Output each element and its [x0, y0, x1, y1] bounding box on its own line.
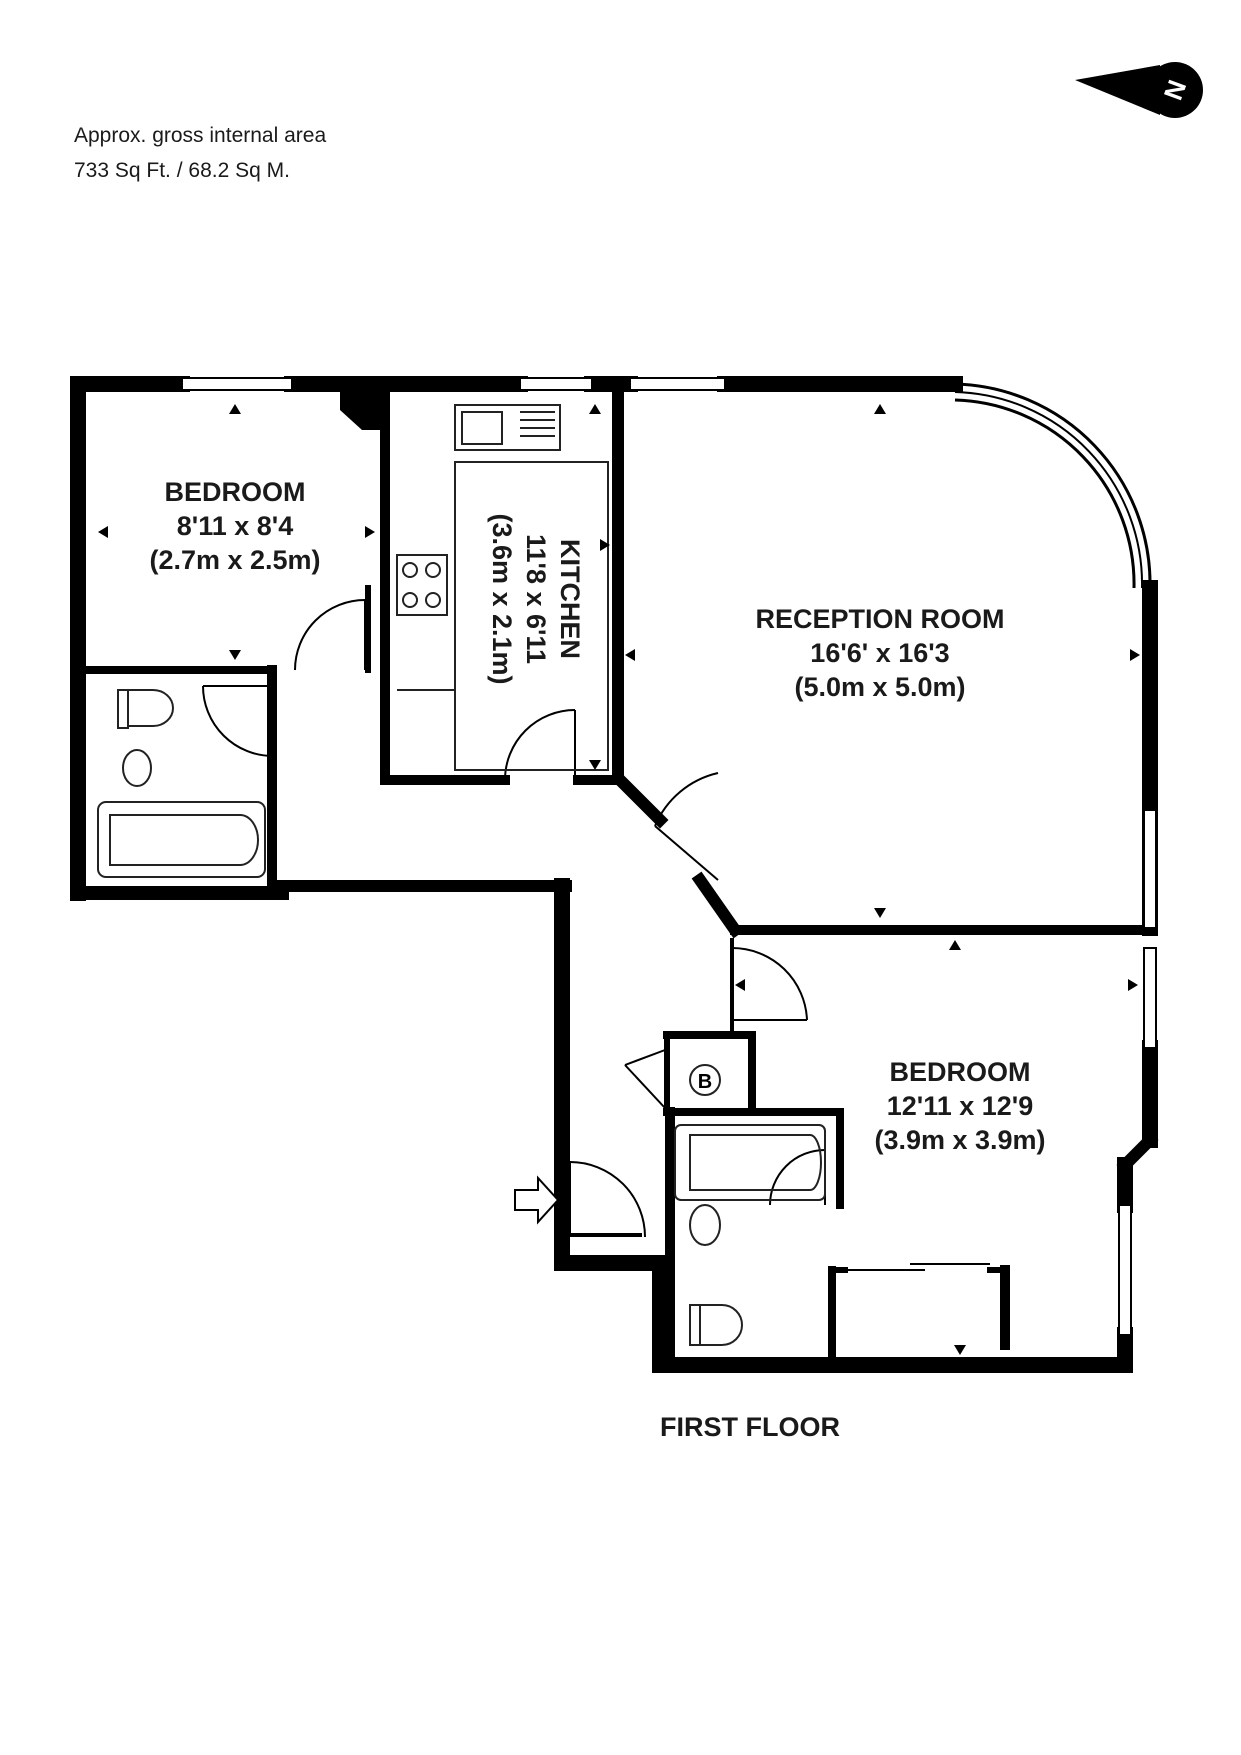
boiler-icon — [689, 1064, 721, 1096]
bathroom-fittings — [97, 689, 826, 1346]
room-label-bedroom-2: BEDROOM 12'11 x 12'9 (3.9m x 3.9m) — [874, 1057, 1046, 1155]
dimension-arrows — [98, 404, 1140, 1355]
area-note: Approx. gross internal area 733 Sq Ft. /… — [74, 118, 326, 188]
bay-window — [954, 382, 1152, 589]
area-value: 733 Sq Ft. / 68.2 Sq M. — [74, 159, 290, 182]
boiler-letter: B — [698, 1071, 712, 1093]
entrance-arrow-icon — [514, 1175, 560, 1225]
area-label: Approx. gross internal area — [74, 124, 327, 147]
compass-circle — [1147, 62, 1203, 118]
room-label-kitchen: KITCHEN 11'8 x 6'11 (3.6m x 2.1m) — [487, 513, 585, 685]
doors — [202, 599, 990, 1271]
floor-label: FIRST FLOOR — [660, 1412, 840, 1442]
north-compass-icon: N — [1075, 62, 1203, 118]
room-label-reception: RECEPTION ROOM 16'6' x 16'3 (5.0m x 5.0m… — [755, 604, 1005, 702]
compass-pointer — [1075, 65, 1160, 115]
windows — [181, 377, 1157, 1336]
room-label-bedroom-1: BEDROOM 8'11 x 8'4 (2.7m x 2.5m) — [149, 477, 321, 575]
kitchen-fittings — [396, 404, 609, 771]
